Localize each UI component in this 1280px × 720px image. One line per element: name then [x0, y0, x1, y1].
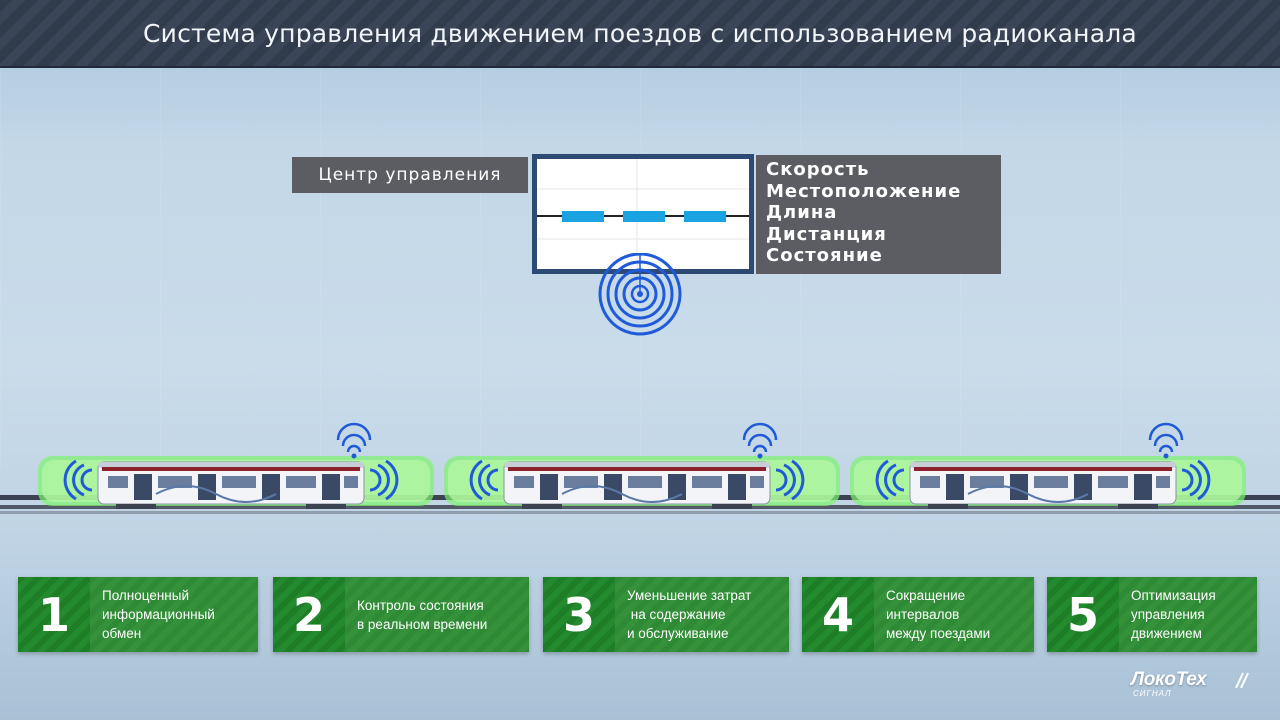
benefit-text: Полноценный информационный обмен: [90, 577, 258, 652]
logo-name: ЛокоТех: [1131, 669, 1207, 690]
benefit-number: 3: [543, 577, 615, 652]
company-logo: ЛокоТех СИГНАЛ: [1131, 669, 1261, 709]
benefit-card-1: 1 Полноценный информационный обмен: [18, 577, 258, 652]
benefit-text: Сокращение интервалов между поездами: [874, 577, 1034, 652]
parameter-length: Длина: [766, 202, 838, 223]
parameter-state: Состояние: [766, 245, 883, 266]
train-icon: [36, 418, 436, 518]
train-parameters-panel: Скорость Местоположение Длина Дистанция …: [756, 155, 1001, 274]
track-block: [684, 211, 726, 222]
train-icon: [848, 418, 1248, 518]
control-center-label: Центр управления: [292, 157, 528, 193]
page-title: Система управления движением поездов с и…: [143, 18, 1137, 48]
train-3: [848, 418, 1248, 522]
train-1: [36, 418, 436, 522]
radio-wave-icon: [598, 253, 682, 336]
parameter-distance: Дистанция: [766, 223, 887, 245]
parameter-speed: Скорость: [766, 159, 870, 180]
benefit-text: Уменьшение затрат на содержание и обслуж…: [615, 577, 789, 652]
logo-subtitle: СИГНАЛ: [1133, 689, 1172, 698]
benefit-text: Контроль состояния в реальном времени: [345, 577, 529, 652]
benefit-text: Оптимизация управления движением: [1119, 577, 1257, 652]
track-block: [562, 211, 604, 222]
benefit-card-3: 3 Уменьшение затрат на содержание и обсл…: [543, 577, 789, 652]
benefit-card-2: 2 Контроль состояния в реальном времени: [273, 577, 529, 652]
title-bar: Система управления движением поездов с и…: [0, 0, 1280, 68]
track-diagram: [537, 159, 749, 269]
parameter-location: Местоположение: [766, 180, 962, 202]
train-2: [442, 418, 842, 522]
train-icon: [442, 418, 842, 518]
monitor-screen: [537, 159, 749, 269]
benefit-number: 5: [1047, 577, 1119, 652]
control-center-monitor: [532, 154, 754, 274]
track-block: [623, 211, 665, 222]
benefit-card-5: 5 Оптимизация управления движением: [1047, 577, 1257, 652]
logo-slash-icon: [1235, 672, 1249, 689]
benefit-number: 1: [18, 577, 90, 652]
benefit-card-4: 4 Сокращение интервалов между поездами: [802, 577, 1034, 652]
benefit-number: 2: [273, 577, 345, 652]
benefit-number: 4: [802, 577, 874, 652]
